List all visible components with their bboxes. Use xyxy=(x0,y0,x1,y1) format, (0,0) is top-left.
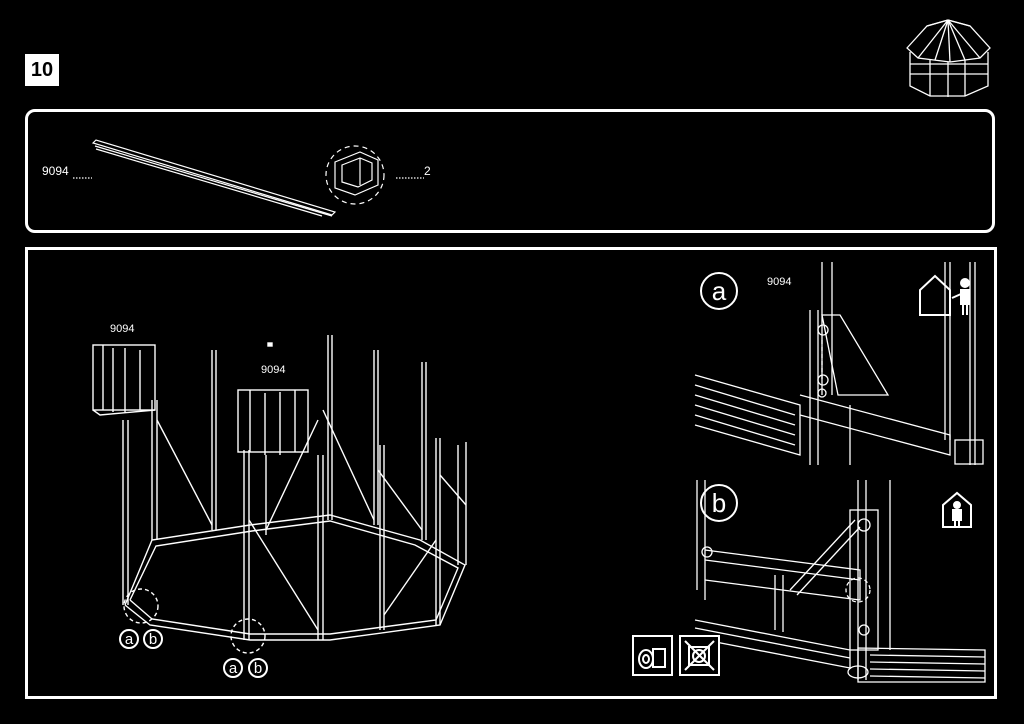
part-label-left: 9094 xyxy=(110,323,135,335)
main-panel xyxy=(25,247,997,699)
person-inside-house-icon xyxy=(942,491,972,528)
screw-tool-forbidden-icon xyxy=(679,635,720,676)
parts-panel xyxy=(25,109,995,233)
step-number: 10 xyxy=(25,54,59,86)
part-profile-illustration xyxy=(73,139,424,217)
person-outside-house-icon xyxy=(919,274,970,316)
callout-1-a: a xyxy=(119,629,139,649)
part-quantity: 2 xyxy=(424,164,431,178)
screw-tool-icon xyxy=(632,635,673,676)
part-code: 9094 xyxy=(42,164,69,178)
callout-2-a: a xyxy=(223,658,243,678)
detail-b-letter: b xyxy=(700,484,738,522)
callout-2-b: b xyxy=(248,658,268,678)
detail-a-code: 9094 xyxy=(767,276,792,288)
callout-1-b: b xyxy=(143,629,163,649)
part-label-center: 9094 xyxy=(261,364,286,376)
detail-a-letter: a xyxy=(700,272,738,310)
gazebo-thumbnail-icon xyxy=(906,19,991,97)
